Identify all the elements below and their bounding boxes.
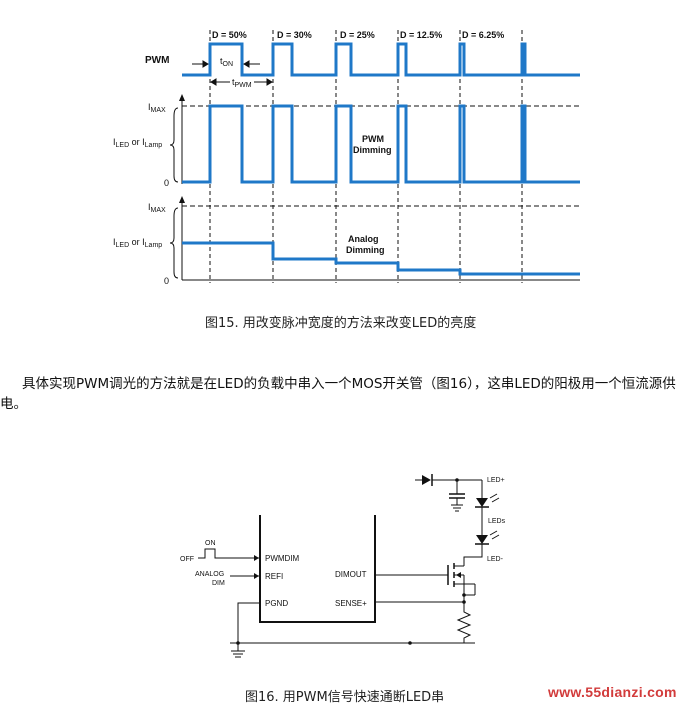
- pin-refi: REFI: [265, 572, 283, 581]
- capacitor-symbol: [449, 480, 465, 512]
- iled-label-1: ILED or ILamp: [113, 137, 162, 149]
- figure15-caption: 图15. 用改变脉冲宽度的方法来改变LED的亮度: [205, 316, 477, 331]
- brace-2: [169, 207, 179, 279]
- circuit-schematic-figure: PWMDIM REFI PGND DIMOUT SENSE+ ON OFF AN…: [180, 474, 506, 658]
- site-watermark: www.55dianzi.com: [548, 684, 676, 700]
- sense-resistor: [456, 602, 472, 643]
- led-plus-label: LED+: [487, 477, 505, 484]
- leds-label: LEDs: [488, 518, 506, 525]
- led-minus-label: LED-: [487, 556, 504, 563]
- duty-label-25: D = 25%: [340, 30, 375, 40]
- analog-dimming-label-2: Dimming: [346, 245, 385, 255]
- analog-dimming-label-1: Analog: [348, 234, 379, 244]
- body-paragraph: 具体实现PWM调光的方法就是在LED的负载中串入一个MOS开关管（图16），这串…: [0, 376, 676, 412]
- pin-dimout: DIMOUT: [335, 570, 367, 579]
- ic-body: [259, 515, 376, 623]
- imax-label-2: IMAX: [148, 202, 166, 214]
- led-2-icon: [475, 530, 500, 545]
- on-label: ON: [205, 540, 216, 547]
- ground-wire: [237, 602, 475, 644]
- pin-pgnd: PGND: [265, 599, 288, 608]
- pin-sense: SENSE+: [335, 599, 367, 608]
- duty-label-12: D = 12.5%: [400, 30, 442, 40]
- pwm-label: PWM: [145, 55, 169, 66]
- pwm-dimming-label-1: PWM: [362, 134, 384, 144]
- duty-label-6: D = 6.25%: [462, 30, 504, 40]
- off-label: OFF: [180, 556, 194, 563]
- pwm-input-pulse: [198, 548, 228, 559]
- ground-symbol: [231, 643, 245, 658]
- pwm-dimming-trace: [182, 104, 580, 184]
- tpwm-arrows: [210, 78, 273, 86]
- duty-label-50: D = 50%: [212, 30, 247, 40]
- mosfet-symbol: [375, 563, 476, 596]
- brace-1: [169, 107, 179, 183]
- imax-label-1: IMAX: [148, 102, 166, 114]
- ton-arrows: [192, 60, 260, 68]
- zener-diode: [422, 475, 431, 485]
- analog-label-2: DIM: [212, 580, 225, 587]
- ton-label: tON: [220, 56, 233, 68]
- iled-label-2: ILED or ILamp: [113, 237, 162, 249]
- pwm-signal-trace: [182, 42, 580, 77]
- pwm-waveform-figure: D = 50% D = 30% D = 25% D = 12.5% D = 6.…: [113, 30, 580, 286]
- duty-label-30: D = 30%: [277, 30, 312, 40]
- analog-dimming-trace: [182, 241, 580, 276]
- figure16-caption: 图16. 用PWM信号快速通断LED串: [245, 690, 445, 705]
- zero-label-2: 0: [164, 276, 169, 286]
- zero-label-1: 0: [164, 178, 169, 188]
- analog-label-1: ANALOG: [195, 571, 224, 578]
- led-1-icon: [475, 493, 500, 508]
- pin-pwmdim: PWMDIM: [265, 554, 300, 563]
- tpwm-label: tPWM: [232, 77, 252, 89]
- pwm-dimming-label-2: Dimming: [353, 145, 392, 155]
